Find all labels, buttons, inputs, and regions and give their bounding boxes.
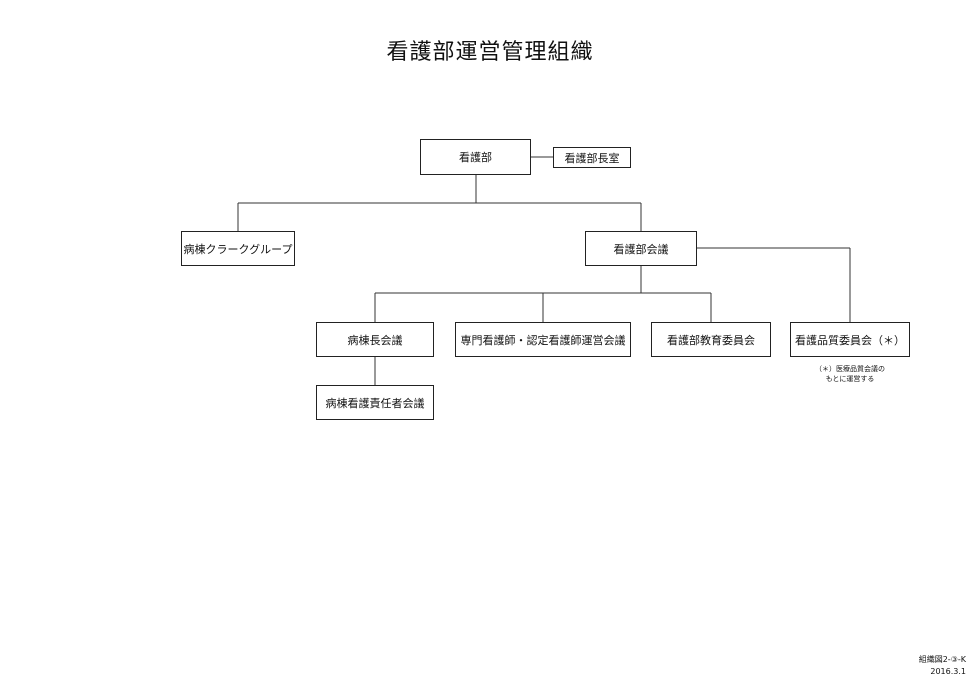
node-ward-head-meeting-label: 病棟長会議: [347, 333, 403, 347]
node-nursing-council: 看護部会議: [585, 231, 697, 266]
node-ward-clerk-group-label: 病棟クラークグループ: [183, 242, 293, 256]
node-education-committee-label: 看護部教育委員会: [667, 333, 755, 347]
node-nursing-department: 看護部: [420, 139, 531, 175]
node-ward-head-meeting: 病棟長会議: [316, 322, 434, 357]
node-ward-charge-nurse-meeting: 病棟看護責任者会議: [316, 385, 434, 420]
node-ward-clerk-group: 病棟クラークグループ: [181, 231, 295, 266]
document-code: 組織図2-③-K: [918, 655, 966, 664]
document-date: 2016.3.1: [930, 667, 966, 676]
node-nursing-council-label: 看護部会議: [613, 242, 669, 256]
node-quality-committee: 看護品質委員会（＊）: [790, 322, 910, 357]
node-specialist-nurse-meeting: 専門看護師・認定看護師運営会議: [455, 322, 631, 357]
footnote-line-1: （＊）医療品質会議の: [815, 365, 885, 373]
node-director-office-label: 看護部長室: [564, 151, 620, 165]
footnote-line-2: もとに運営する: [825, 375, 875, 383]
node-education-committee: 看護部教育委員会: [651, 322, 771, 357]
page-title: 看護部運営管理組織: [386, 40, 594, 65]
node-director-office: 看護部長室: [553, 147, 631, 168]
node-specialist-nurse-meeting-label: 専門看護師・認定看護師運営会議: [460, 333, 626, 347]
node-quality-committee-label: 看護品質委員会（＊）: [795, 333, 905, 347]
node-nursing-department-label: 看護部: [459, 151, 492, 164]
node-ward-charge-nurse-meeting-label: 病棟看護責任者会議: [325, 396, 425, 410]
quality-committee-footnote: （＊）医療品質会議の もとに運営する: [790, 364, 910, 384]
